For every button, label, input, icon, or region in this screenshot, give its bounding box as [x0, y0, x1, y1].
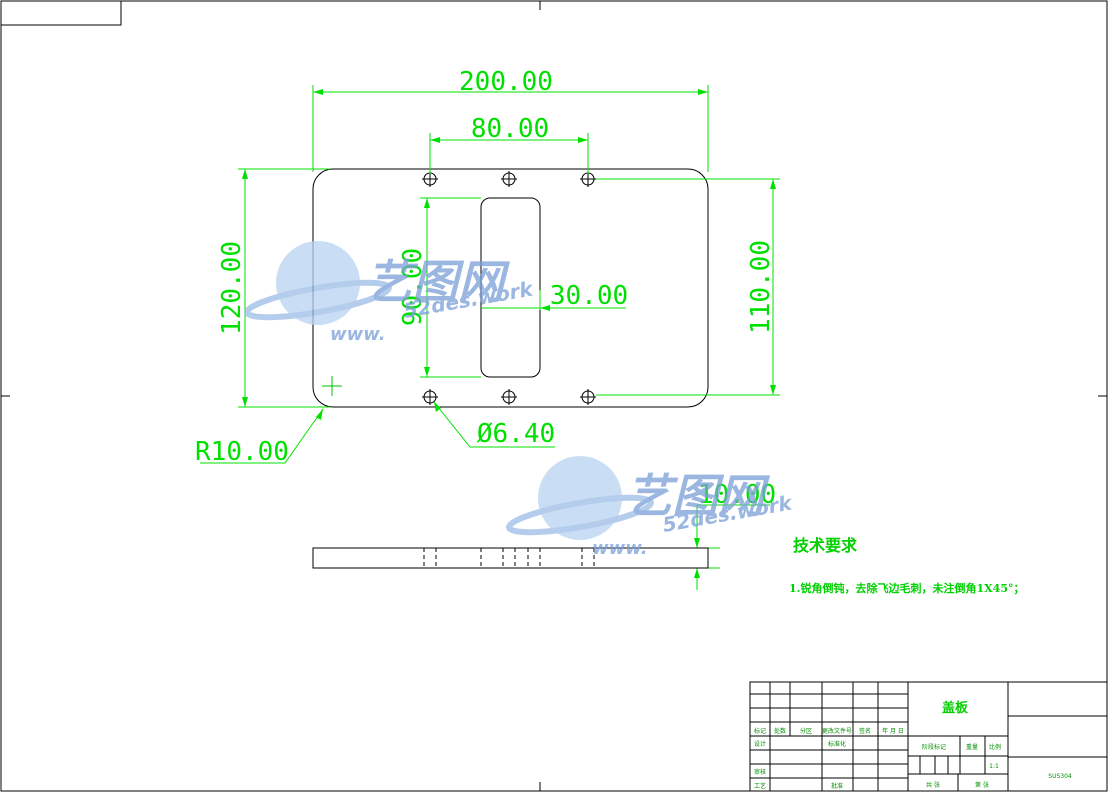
dimension-arrows [242, 89, 776, 578]
part-name: 盖板 [942, 700, 969, 716]
watermark-1: 艺图网 52des.work www. [244, 241, 536, 345]
label-weight: 重量 [966, 743, 978, 751]
title-block [749, 681, 1108, 792]
label-mark: 标记 [754, 727, 766, 735]
label-date: 年 月 日 [882, 727, 904, 735]
dimension-texts: 200.00 80.00 120.00 110.00 90.00 30.00 R… [195, 67, 776, 510]
dim-hole-diameter: Ø6.40 [477, 419, 555, 449]
scale: 1:1 [989, 763, 999, 770]
label-process: 工艺 [754, 782, 766, 790]
label-signature: 签名 [859, 727, 871, 735]
watermark-globe-icon [538, 456, 622, 540]
label-review: 审核 [754, 768, 766, 776]
label-change-doc: 更改文件号 [822, 727, 852, 735]
dimension-lines [200, 85, 780, 590]
dim-hole-vertical-spacing: 110.00 [746, 240, 776, 334]
watermark-swoosh-icon [244, 279, 392, 321]
dim-hole-spacing: 80.00 [471, 114, 549, 144]
label-stage-mark: 阶段标记 [922, 743, 946, 751]
watermark-globe-icon [276, 241, 360, 325]
label-sheet: 第 张 [975, 781, 989, 789]
watermark-2: 艺图网 52des.work www. [506, 456, 795, 559]
label-zone: 分区 [800, 727, 812, 735]
label-total: 共 张 [926, 781, 940, 789]
dim-slot-height: 90.00 [398, 248, 428, 326]
dim-overall-height: 120.00 [217, 241, 247, 335]
material: SUS304 [1048, 773, 1072, 780]
watermark-swoosh-icon [506, 494, 654, 536]
label-approve: 批准 [831, 782, 843, 790]
corner-label-box [0, 0, 122, 26]
dim-thickness: 10.00 [698, 480, 776, 510]
tech-requirements-title: 技术要求 [793, 536, 858, 555]
dim-slot-width: 30.00 [550, 281, 628, 311]
watermark-url-prefix: www. [592, 538, 648, 559]
label-count: 处数 [774, 727, 786, 735]
watermark-brand: 艺图网 [626, 469, 770, 523]
watermark-brand: 艺图网 [366, 255, 510, 309]
label-design: 设计 [754, 740, 766, 748]
watermark-url-prefix: www. [330, 324, 386, 345]
label-standardization: 标准化 [828, 740, 846, 748]
dim-overall-width: 200.00 [459, 67, 553, 97]
origin-cross [322, 376, 342, 396]
side-view [312, 547, 709, 569]
side-view-outline [312, 547, 709, 569]
tech-requirements-item-1: 1.锐角倒钝，去除飞边毛刺，未注倒角1X45°； [789, 581, 1024, 595]
slot-outline [480, 197, 541, 378]
label-ratio: 比例 [989, 743, 1001, 751]
dim-corner-radius: R10.00 [195, 437, 289, 467]
title-block-labels: 盖板 SUS304 1:1 标记 处数 分区 更改文件号 签名 年 月 日 设计… [754, 700, 1072, 790]
